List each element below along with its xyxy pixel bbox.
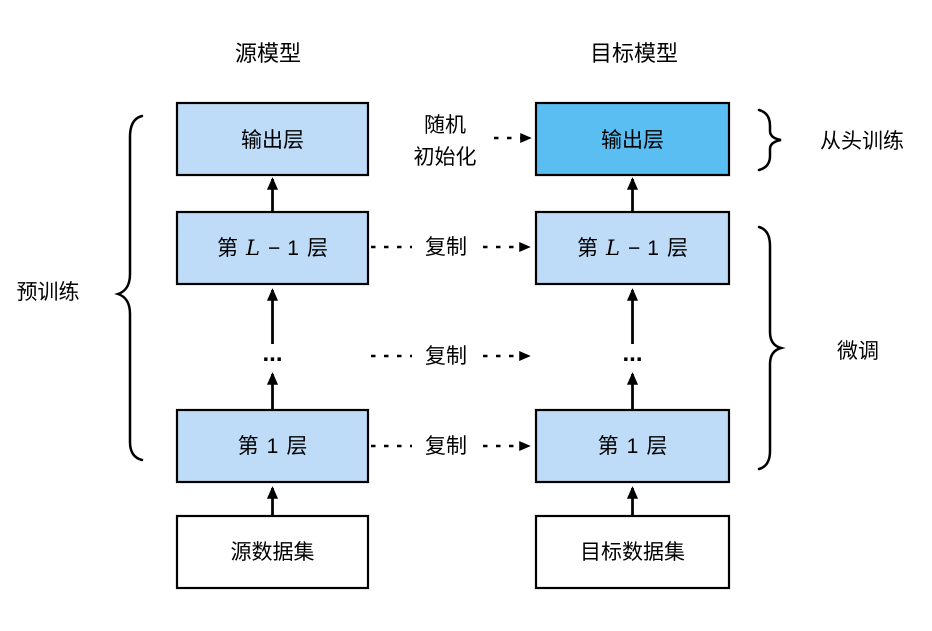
source-output-layer-box: [175, 101, 370, 177]
source-ellipsis: ...: [262, 340, 282, 367]
random-init-label-line2: 初始化: [414, 146, 477, 169]
copy-label: 复制: [425, 345, 467, 368]
pretrain-label: 预训练: [17, 281, 80, 304]
source-output-layer-label: 输出层: [241, 129, 304, 152]
train-from-scratch-label: 从头训练: [820, 130, 904, 153]
source-output-layer: 输出层: [175, 101, 370, 177]
copy-annotation-middle: 复制: [371, 345, 531, 368]
target-output-layer-box: [534, 101, 731, 177]
copy-annotation-layer-l-minus-1: 复制: [371, 236, 531, 259]
target-output-layer-label: 输出层: [601, 129, 664, 152]
train-from-scratch-brace: [757, 108, 782, 172]
target-dataset-box: [534, 514, 731, 590]
pretrain-brace: [114, 114, 144, 462]
target-ellipsis: ...: [622, 340, 642, 367]
target-output-layer: 输出层: [534, 101, 731, 177]
finetune-label: 微调: [837, 340, 879, 363]
source-layer-l-minus-1-box: [175, 210, 370, 286]
source-dataset-label: 源数据集: [231, 541, 315, 564]
target-dataset: 目标数据集: [534, 514, 731, 590]
finetune-annotation: 微调: [757, 225, 879, 471]
source-layer-1-box: [175, 408, 370, 484]
copy-label: 复制: [425, 435, 467, 458]
target-dataset-label: 目标数据集: [580, 541, 685, 564]
target-layer-l-minus-1-box: [534, 210, 731, 286]
target-model-title: 目标模型: [590, 41, 678, 66]
source-dataset-box: [175, 514, 370, 590]
copy-annotation-layer-1: 复制: [371, 435, 531, 458]
pretrain-annotation: 预训练: [17, 114, 144, 462]
random-init-annotation: 随机 初始化: [414, 114, 532, 169]
finetune-brace: [757, 225, 786, 471]
source-dataset: 源数据集: [175, 514, 370, 590]
train-from-scratch-annotation: 从头训练: [757, 108, 904, 172]
target-layer-1-box: [534, 408, 731, 484]
random-init-label-line1: 随机: [424, 114, 466, 137]
source-model-title: 源模型: [235, 41, 301, 66]
copy-label: 复制: [425, 236, 467, 259]
